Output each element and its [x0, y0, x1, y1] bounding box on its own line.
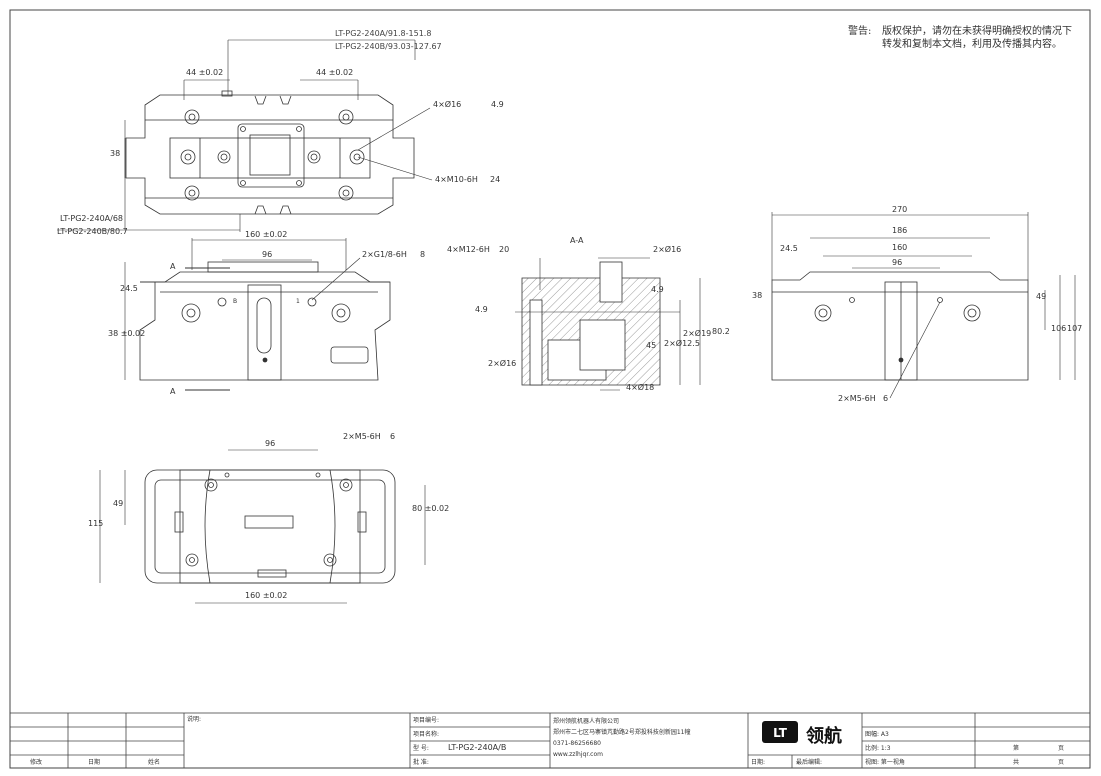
title-block	[9, 712, 1091, 769]
sec-dim-m12: 4×M12-6H	[447, 245, 490, 254]
bottom-dim-160: 160 ±0.02	[245, 591, 288, 600]
sec-dim-4-9b: 4.9	[475, 305, 488, 314]
side-dim-270: 270	[892, 205, 908, 214]
tb-scale: 比例: 1:3	[865, 745, 891, 752]
tb-website: www.zzlhjqr.com	[553, 751, 603, 758]
warning-label: 警告:	[848, 26, 872, 37]
dim-44-left: 44 ±0.02	[186, 68, 224, 77]
tb-total-unit: 页	[1058, 759, 1065, 766]
side-dim-m5: 2×M5-6H	[838, 394, 876, 403]
front-dim-96: 96	[262, 250, 273, 259]
bottom-dim-96: 96	[265, 439, 276, 448]
bottom-dim-115: 115	[88, 519, 104, 528]
side-view	[771, 212, 1076, 399]
warning-line-1: 版权保护，请勿在未获得明确授权的情况下	[882, 26, 1072, 37]
tb-total: 共	[1013, 759, 1020, 766]
tb-address: 郑州市二七区马寨镇芃勤路2号郑投科技创新园11幢	[553, 729, 691, 736]
tb-company: 郑州领航机器人有限公司	[553, 718, 620, 725]
dim-lt-a: LT-PG2-240A/68	[60, 214, 124, 223]
logo-name: 领航	[806, 726, 842, 747]
front-dim-g18-depth: 8	[420, 250, 426, 259]
tb-view: 视图: 第一视角	[865, 759, 905, 766]
copyright-warning: 警告: 版权保护，请勿在未获得明确授权的情况下 转发和复制本文档，利用及传播其内容…	[848, 25, 1072, 51]
tb-phone: 0371-86256680	[553, 740, 601, 747]
bottom-dim-80: 80 ±0.02	[412, 504, 450, 513]
front-dim-24-5: 24.5	[120, 284, 138, 293]
tb-approve: 批 准:	[413, 759, 429, 766]
section-mark-a-top: A	[170, 262, 176, 271]
sec-dim-19: 2×Ø19	[683, 329, 712, 338]
tb-model-value: LT-PG2-240A/B	[448, 743, 507, 752]
warning-line-2: 转发和复制本文档，利用及传播其内容。	[882, 39, 1062, 50]
tb-project-name: 项目名称:	[413, 731, 440, 738]
bottom-dim-49: 49	[113, 499, 124, 508]
side-dim-186: 186	[892, 226, 908, 235]
dim-range-a: LT-PG2-240A/91.8-151.8	[335, 29, 432, 38]
sec-dim-4-9: 4.9	[651, 285, 664, 294]
front-view	[124, 238, 391, 391]
tb-date-col: 日期	[88, 759, 101, 766]
sec-dim-80-2: 80.2	[712, 327, 730, 336]
front-dim-160: 160 ±0.02	[245, 230, 288, 239]
side-dim-96: 96	[892, 258, 903, 267]
sec-dim-m12-depth: 20	[499, 245, 510, 254]
sec-dim-12-5: 2×Ø12.5	[664, 339, 700, 348]
tb-page: 第	[1013, 745, 1020, 752]
side-dim-106: 106	[1051, 324, 1067, 333]
dim-range-b: LT-PG2-240B/93.03-127.67	[335, 42, 442, 51]
section-mark-a-bottom: A	[170, 387, 176, 396]
dim-38: 38	[110, 149, 121, 158]
side-dim-m5-depth: 6	[883, 394, 889, 403]
dim-holes-16-depth: 4.9	[491, 100, 504, 109]
company-logo-icon: LT	[762, 721, 798, 743]
bottom-dim-m5-depth: 6	[390, 432, 396, 441]
tb-rev-col: 修改	[30, 759, 43, 766]
tb-page-unit: 页	[1058, 745, 1065, 752]
front-dim-g18: 2×G1/8-6H	[362, 250, 407, 259]
tb-note-label: 说明:	[187, 716, 202, 723]
bottom-view	[99, 449, 426, 604]
dim-44-right: 44 ±0.02	[316, 68, 354, 77]
dim-holes-16: 4×Ø16	[433, 100, 462, 109]
section-view	[515, 257, 701, 391]
tb-model-label: 型 号:	[413, 745, 429, 752]
tb-project-no: 项目编号:	[413, 717, 440, 724]
port-label-1: 1	[296, 298, 300, 305]
section-title: A-A	[570, 236, 584, 245]
side-dim-38: 38	[752, 291, 763, 300]
sec-dim-16b: 2×Ø16	[488, 359, 517, 368]
port-label-b: B	[233, 298, 238, 305]
sec-dim-18: 4×Ø18	[626, 383, 655, 392]
tb-last-edit: 最后编辑:	[796, 759, 823, 766]
side-dim-107: 107	[1067, 324, 1083, 333]
dim-m10-depth: 24	[490, 175, 501, 184]
side-dim-24-5: 24.5	[780, 244, 798, 253]
side-dim-160: 160	[892, 243, 908, 252]
sec-dim-45: 45	[646, 341, 657, 350]
bottom-dim-m5: 2×M5-6H	[343, 432, 381, 441]
sec-dim-16: 2×Ø16	[653, 245, 682, 254]
dim-m10: 4×M10-6H	[435, 175, 478, 184]
top-view	[57, 39, 433, 232]
dim-lt-b: LT-PG2-240B/80.7	[57, 227, 128, 236]
front-dim-38: 38 ±0.02	[108, 329, 146, 338]
tb-sheet-size: 图幅: A3	[865, 731, 889, 738]
tb-name-col: 姓名	[148, 759, 161, 766]
logo-mark: LT	[773, 726, 788, 740]
tb-date-label: 日期:	[751, 759, 766, 766]
side-dim-49: 49	[1036, 292, 1047, 301]
